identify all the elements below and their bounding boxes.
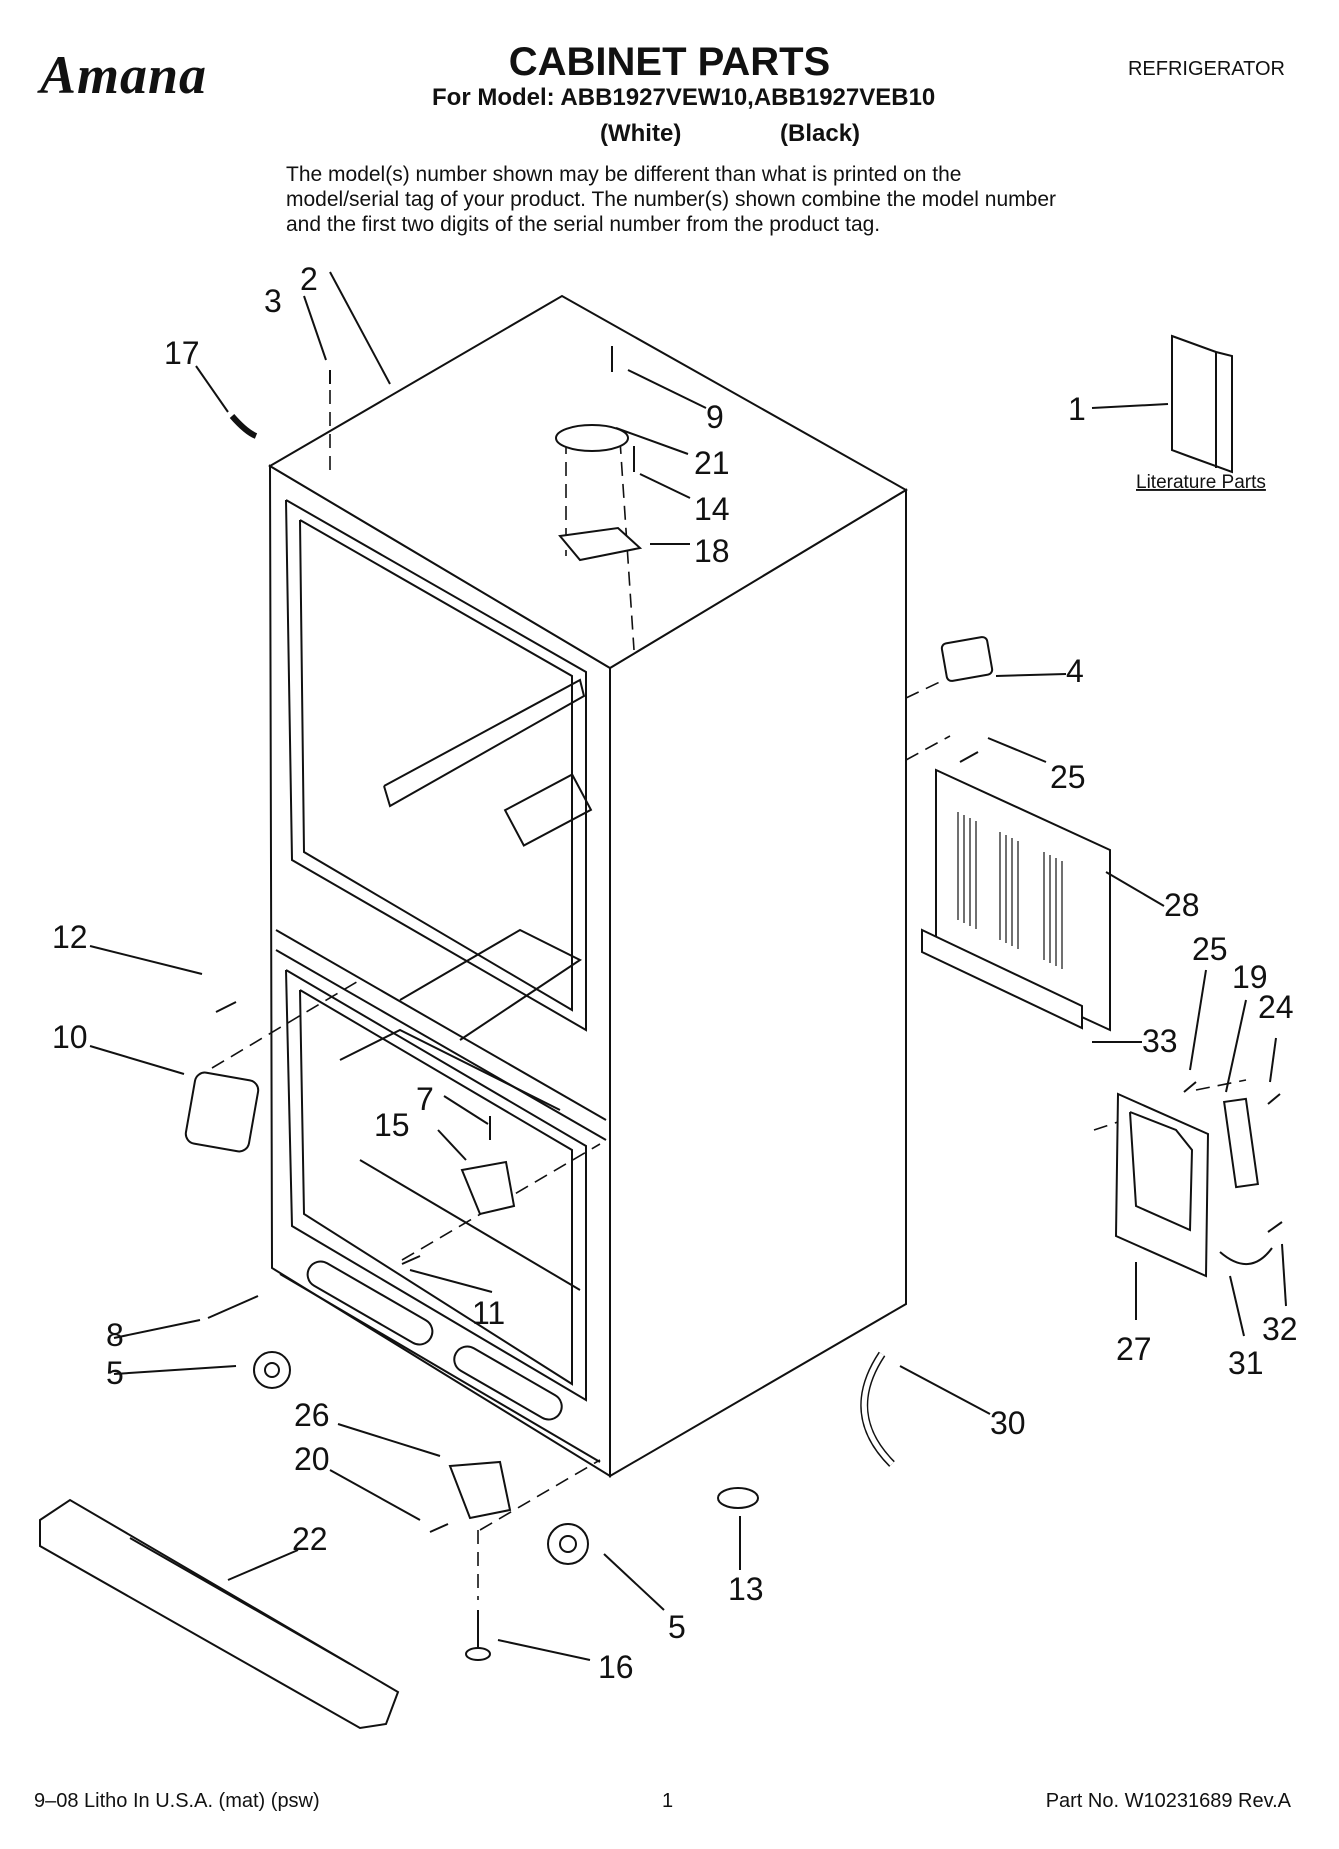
model-line: For Model: ABB1927VEW10,ABB1927VEB10 [432, 84, 936, 111]
part-label: 28 [1164, 887, 1200, 923]
front-grille [39, 1498, 400, 1730]
part-label: 31 [1228, 1345, 1264, 1381]
part-label: 32 [1262, 1311, 1298, 1347]
color-white-label: (White) [600, 120, 682, 147]
part-label: 8 [106, 1317, 124, 1353]
part-label: 10 [52, 1019, 88, 1055]
part-label: 11 [472, 1295, 505, 1331]
part-label: 20 [294, 1441, 330, 1477]
part-label: 24 [1258, 989, 1294, 1025]
part-label: 26 [294, 1397, 330, 1433]
part-label: 13 [728, 1571, 764, 1607]
freezer-opening [285, 969, 587, 1402]
part-label: 22 [292, 1521, 328, 1557]
part-label: 30 [990, 1405, 1026, 1441]
part-label: 9 [706, 399, 724, 435]
part-label: 5 [106, 1355, 124, 1391]
part-label: 21 [694, 445, 730, 481]
model-note: The model(s) number shown may be differe… [286, 163, 1056, 236]
appliance-type: REFRIGERATOR [1127, 58, 1285, 80]
part-label: 25 [1192, 931, 1228, 967]
part-label: 25 [1050, 759, 1086, 795]
fresh-food-opening [285, 499, 587, 1032]
part-label: 17 [164, 335, 200, 371]
part-label: 27 [1116, 1331, 1152, 1367]
part-label: 18 [694, 533, 730, 569]
part-label: 33 [1142, 1023, 1178, 1059]
cabinet-top-face [268, 294, 908, 670]
literature-parts-label: Literature Parts [1136, 472, 1266, 493]
part-label: 2 [300, 261, 318, 297]
part-label: 7 [416, 1081, 434, 1117]
part-label: 1 [1068, 391, 1086, 427]
part-label: 14 [694, 491, 730, 527]
footer-part-number: Part No. W10231689 Rev.A [1045, 1790, 1291, 1812]
part-label: 16 [598, 1649, 634, 1685]
part-label: 4 [1066, 653, 1084, 689]
part-label: 3 [264, 283, 282, 319]
part-label: 5 [668, 1609, 686, 1645]
kick-strip [921, 928, 1083, 1030]
page-number: 1 [662, 1790, 674, 1812]
footer-litho: 9–08 Litho In U.S.A. (mat) (psw) [34, 1790, 320, 1812]
brand-logo: Amana [40, 45, 208, 105]
control-bracket [1114, 1092, 1210, 1278]
literature-parts-book [1171, 334, 1233, 474]
part-label: 12 [52, 919, 88, 955]
part-label: 15 [374, 1107, 410, 1143]
page-title: CABINET PARTS [508, 40, 831, 84]
part-label: 19 [1232, 959, 1268, 995]
color-black-label: (Black) [780, 120, 861, 147]
